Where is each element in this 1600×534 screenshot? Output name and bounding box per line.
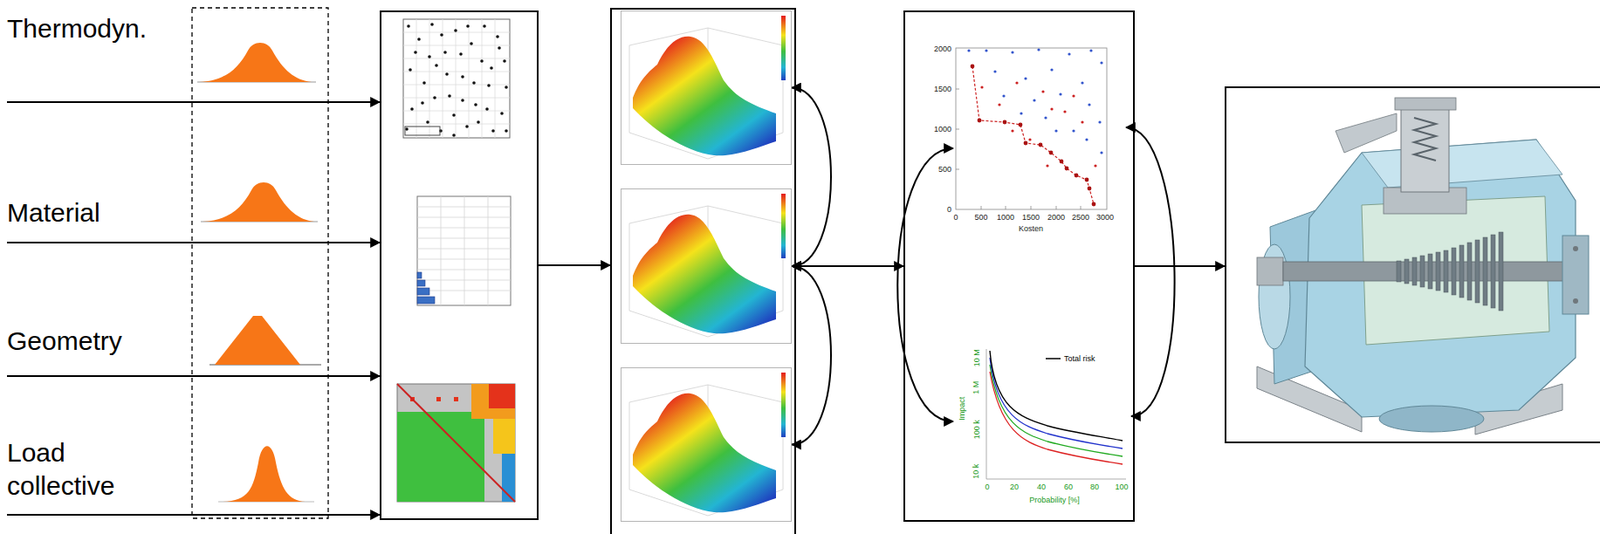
tick-label: 2500 xyxy=(1071,212,1090,222)
tick-label: 1 M xyxy=(972,380,982,394)
axis-label: Impact xyxy=(958,396,968,420)
arrow-connector xyxy=(897,148,954,422)
axis-label: Kosten xyxy=(1018,224,1044,234)
tick-label: 80 xyxy=(1090,482,1099,492)
tick-label: 10 M xyxy=(972,349,982,367)
arrow-connector xyxy=(791,265,904,268)
arrow-connector xyxy=(6,375,380,378)
tick-label: 1500 xyxy=(933,84,952,94)
dashed-group xyxy=(192,7,329,519)
tick-label: 10 k xyxy=(972,463,982,479)
distribution xyxy=(197,42,322,502)
axis-label: Probability [%] xyxy=(1029,495,1080,505)
tick-label: 500 xyxy=(974,212,988,222)
tick-label: 1000 xyxy=(996,212,1015,222)
correlation-matrix xyxy=(397,384,516,502)
risk-plot xyxy=(986,349,1127,480)
parameter-label: Thermodyn. xyxy=(6,12,147,103)
tick-label: 0 xyxy=(953,212,958,222)
tick-label: 500 xyxy=(938,164,952,174)
response-surface xyxy=(629,193,786,337)
arrow-connector xyxy=(6,241,380,244)
node-text: Load collective xyxy=(6,436,138,502)
node-text: Geometry xyxy=(6,324,123,358)
steam-turbine xyxy=(1256,97,1589,435)
tick-label: 0 xyxy=(984,482,989,492)
parameter-label: Geometry xyxy=(6,324,123,377)
tick-label: 1500 xyxy=(1022,212,1040,222)
tick-label: 0 xyxy=(947,205,952,214)
node-text: Material xyxy=(6,196,101,230)
surface-plot xyxy=(620,10,792,165)
surface-plot xyxy=(620,367,792,522)
legend-text: Total risk xyxy=(1064,354,1096,364)
arrow-connector xyxy=(1134,265,1225,268)
tick-label: 2000 xyxy=(1047,212,1065,222)
parameter-label: Material xyxy=(6,196,101,243)
response-surface xyxy=(629,372,786,516)
surface-plot xyxy=(620,188,792,344)
response-surface xyxy=(629,15,786,159)
tick-label: 1000 xyxy=(933,124,952,134)
parameter-label: Load collective xyxy=(6,436,138,516)
arrow-connector xyxy=(6,101,380,104)
tick-label: 100 xyxy=(1114,482,1128,492)
arrow-connector xyxy=(538,264,611,267)
pareto-plot xyxy=(955,48,1107,210)
arrow-connector xyxy=(791,88,831,268)
sampling-panel xyxy=(379,10,539,521)
tick-label: 20 xyxy=(1009,482,1019,492)
pareto-chart xyxy=(953,39,1127,238)
tick-label: 60 xyxy=(1064,482,1073,492)
turbine-panel xyxy=(1224,86,1600,444)
legend-line-sample xyxy=(1045,357,1061,360)
surface-panel xyxy=(610,7,797,534)
importance-bar-chart xyxy=(417,196,511,306)
tick-label: 100 k xyxy=(972,419,982,440)
scatter-plot xyxy=(403,19,510,138)
node-text: Thermodyn. xyxy=(6,12,147,46)
tick-label: 2000 xyxy=(933,44,952,54)
tick-label: 40 xyxy=(1036,482,1046,492)
arrow-connector xyxy=(791,266,831,446)
tick-label: 3000 xyxy=(1096,212,1114,222)
arrow-connector xyxy=(6,514,380,516)
